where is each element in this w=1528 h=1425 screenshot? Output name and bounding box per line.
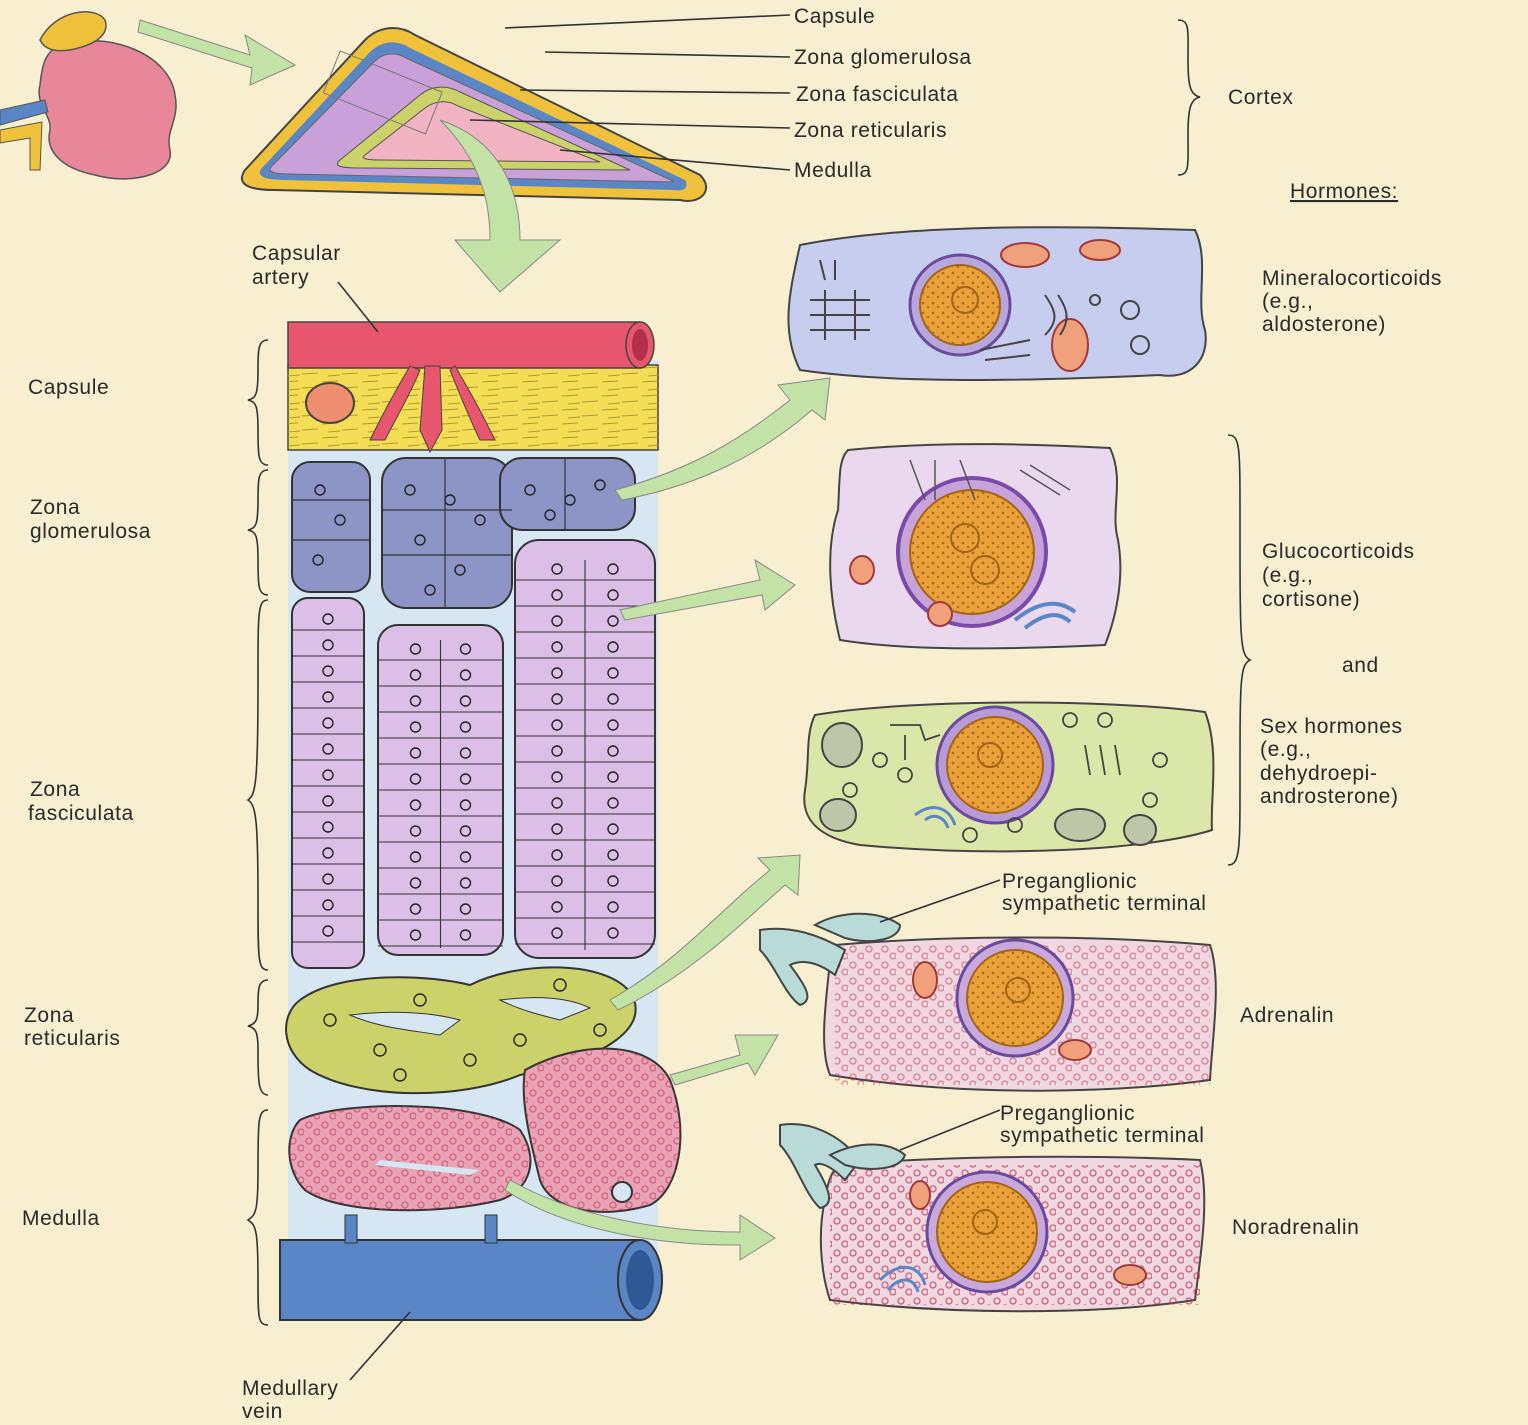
label-sex-hormones-2: (e.g., [1260,738,1311,761]
terminal-leader-2 [900,1110,1000,1150]
label-capsule-left: Capsule [28,376,109,399]
label-medullary-vein-2: vein [242,1400,283,1423]
label-and: and [1342,654,1379,677]
cell-adrenalin [760,914,1216,1091]
label-mineralocorticoids-2: (e.g., [1262,290,1313,313]
cell-noradrenalin [780,1124,1204,1311]
label-capsular-artery-1: Capsular [252,242,341,265]
label-glomerulosa-left-2: glomerulosa [30,520,151,543]
label-mineralocorticoids-3: aldosterone) [1262,313,1386,336]
label-medulla-top: Medulla [794,159,872,182]
label-reticularis-left-1: Zona [24,1004,74,1027]
label-capsular-artery-2: artery [252,266,309,289]
label-sex-hormones-3: dehydroepi- [1260,762,1378,785]
hormones-heading: Hormones: [1290,180,1398,203]
kidney-thumbnail [0,12,176,179]
label-zona-glomerulosa-top: Zona glomerulosa [794,46,972,69]
label-noradrenalin: Noradrenalin [1232,1216,1359,1239]
label-preganglionic-2a: Preganglionic [1000,1102,1135,1125]
label-zona-fasciculata-top: Zona fasciculata [796,83,959,106]
label-glucocorticoids-2: (e.g., [1262,564,1313,587]
label-zona-reticularis-top: Zona reticularis [794,119,947,142]
label-glucocorticoids-1: Glucocorticoids [1262,540,1415,563]
cell-sex-hormone [804,703,1213,852]
left-braces [248,340,268,1325]
gluco-sex-brace [1228,435,1250,865]
label-cortex: Cortex [1228,86,1293,109]
label-preganglionic-2b: sympathetic terminal [1000,1124,1205,1147]
terminal-leader-1 [880,880,1000,922]
vein-leader [350,1312,410,1380]
label-sex-hormones-4: androsterone) [1260,785,1399,808]
label-adrenalin: Adrenalin [1240,1004,1334,1027]
label-medullary-vein-1: Medullary [242,1377,338,1400]
label-preganglionic-1b: sympathetic terminal [1002,892,1207,915]
label-preganglionic-1a: Preganglionic [1002,870,1137,893]
label-fasciculata-left-2: fasciculata [28,802,134,825]
label-glucocorticoids-3: cortisone) [1262,588,1360,611]
label-mineralocorticoids-1: Mineralocorticoids [1262,267,1442,290]
label-sex-hormones-1: Sex hormones [1260,715,1403,738]
label-capsule-top: Capsule [794,5,875,28]
label-medulla-left: Medulla [22,1207,100,1230]
cell-glucocorticoid [830,444,1120,648]
label-glomerulosa-left-1: Zona [30,496,80,519]
label-fasciculata-left-1: Zona [30,778,80,801]
cortex-brace [1178,20,1200,175]
layer-column [280,322,680,1320]
label-reticularis-left-2: reticularis [24,1027,120,1050]
cell-mineralocorticoid [788,227,1205,380]
